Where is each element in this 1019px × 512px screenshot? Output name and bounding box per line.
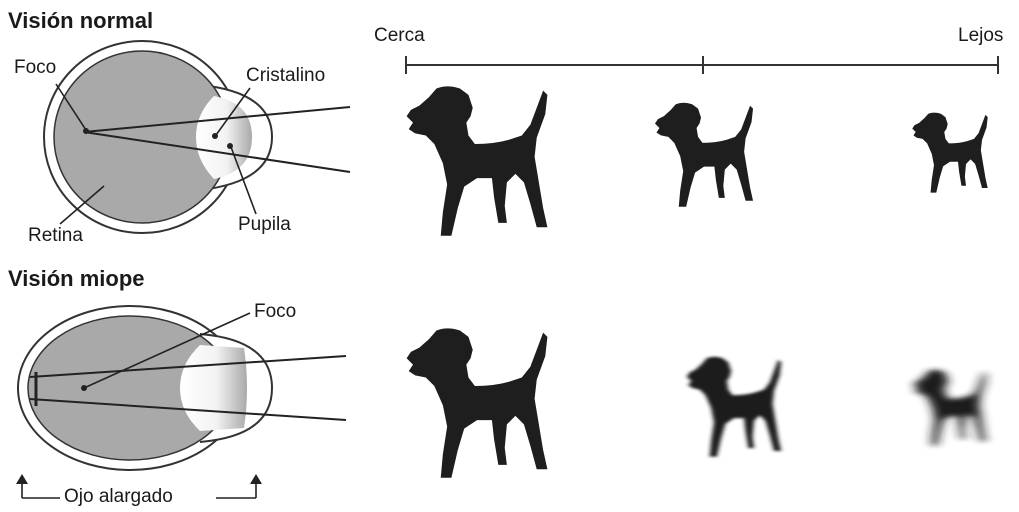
- normal-vision-title: Visión normal: [8, 8, 154, 33]
- normal-eye-diagram: [43, 40, 351, 234]
- distance-scale: [405, 56, 999, 74]
- far-label: Lejos: [958, 25, 1004, 46]
- elongated-eye-label: Ojo alargado: [64, 486, 173, 507]
- dog-silhouette-near-myopic: [406, 328, 548, 478]
- pupil-label: Pupila: [238, 214, 291, 235]
- dog-silhouette-mid: [654, 102, 754, 207]
- dog-silhouette-far-blurred: [914, 369, 986, 446]
- lens-label: Cristalino: [246, 65, 326, 86]
- near-label: Cerca: [374, 25, 425, 46]
- myopic-eye-diagram: [16, 305, 347, 499]
- retina-label: Retina: [28, 225, 83, 246]
- dog-silhouette-near: [406, 86, 548, 236]
- focus-label-normal: Foco: [14, 57, 57, 78]
- normal-dogs: [406, 86, 988, 236]
- myopic-dogs: [406, 328, 986, 478]
- myopic-vision-title: Visión miope: [8, 266, 145, 291]
- dog-silhouette-far: [912, 112, 988, 193]
- focus-label-myopic: Foco: [254, 301, 297, 322]
- dog-silhouette-mid-blurred: [686, 356, 782, 457]
